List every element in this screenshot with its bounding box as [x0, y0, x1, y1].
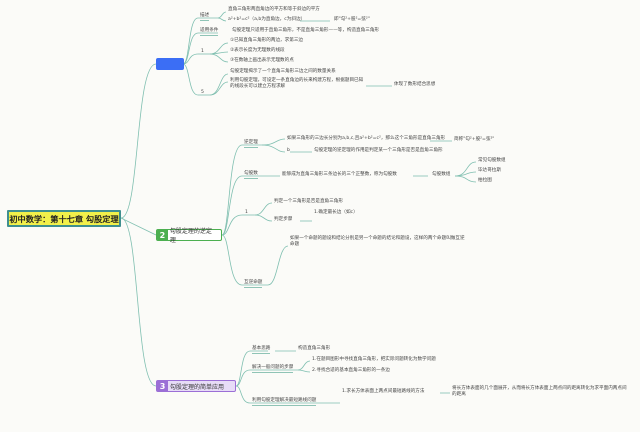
b3-liyong[interactable]: 利用勾股定理解决最短路线问题	[252, 398, 317, 406]
branch-2-number: 2	[157, 229, 168, 241]
root-to-b2	[120, 217, 157, 236]
b3-liyong-t1: 1.求长方体表面上两点间最短路线的方法	[342, 389, 425, 394]
branch-1-badge[interactable]	[156, 58, 184, 70]
branch-3-label: 勾股定理的简单应用	[170, 383, 225, 391]
b2-gougushu-t: 能够成为直角三角形三条边长的三个正整数，称为勾股数	[282, 172, 397, 177]
b2-n1-t1: 判定一个三角形是否是直角三角形	[274, 199, 343, 204]
root-to-b1	[120, 63, 157, 219]
b2-niding-t1b: 简称"勾²+股²=弦²"	[454, 137, 495, 142]
b2-niding-t2: 勾股定理的逆定理的作用是判定某一个三角形是否是直角三角形	[314, 148, 443, 153]
b2-panding[interactable]: 判定步骤	[274, 217, 293, 222]
b3-liyong-t2: 将长方体表面的几个面展开，从而将长方体表面上两点间的距离转化为求平面内两点间的距…	[452, 386, 627, 397]
b1-n5-t: 体现了数形结合思想	[394, 82, 436, 87]
b3-jiben-t: 构造直角三角形	[298, 346, 331, 351]
b1-n1-i2: ②表示长度为无理数的线段	[230, 48, 285, 53]
b1-miaoshu-t3: 即"勾²+股²=弦²"	[334, 17, 370, 22]
b3-jiben[interactable]: 基本思路	[252, 346, 271, 354]
b2-huni[interactable]: 互逆命题	[244, 280, 263, 288]
b1-miaoshu-t1: 直角三角形两直角边的平方和等于斜边的平方	[228, 7, 320, 12]
b2-gougushu-i3: 柏拉图	[478, 178, 492, 183]
b1-n1[interactable]: 1	[201, 49, 204, 54]
b2-gougushu[interactable]: 勾股数	[244, 171, 258, 179]
b2-niding[interactable]: 逆定理	[244, 140, 258, 148]
b1-n1-i3: ③在数轴上画出表示无理数的点	[230, 58, 294, 63]
root-to-b3	[120, 217, 157, 387]
b2-panding-t: 1.确定最长边（如c）	[314, 210, 358, 215]
root-topic[interactable]: 初中数学：第十七章 勾股定理	[7, 210, 121, 227]
b2-gougushu-n: 勾股数组	[432, 172, 451, 177]
b1-miaoshu[interactable]: 描述	[200, 13, 210, 21]
b1-n5[interactable]: 5	[201, 90, 204, 95]
b1-n5-i2: 利用勾股定理，可设定一条直角边的长来构建方程，根据题目已知的线段长可以建立方程求…	[230, 78, 364, 89]
b1-n1-i1: ①已知直角三角形的两边，求第三边	[230, 38, 304, 43]
branch-2-label: 勾股定理的逆定理	[169, 228, 212, 244]
b3-jiejue-t1: 1.在题目图形中寻找直角三角形，把实际问题转化为数学问题	[312, 357, 436, 362]
b2-n1[interactable]: 1	[245, 210, 248, 215]
b1-miaoshu-t2: a²+b²=c²（a,b为直角边，c为斜边）	[228, 17, 306, 22]
b1-n5-i1: 勾股定理揭示了一个直角三角形三边之间的数量关系	[230, 69, 336, 74]
branch-3-badge[interactable]: 3 勾股定理的简单应用	[156, 380, 236, 392]
b1-shiyong-t: 勾股定理只适用于直角三角形，不是直角三角形——等，构造直角三角形	[232, 28, 380, 33]
b2-gougushu-i2: 毕达哥拉斯	[478, 168, 501, 173]
b3-jiejue-t2: 2.寻找合适的基本直角三角形的一条边	[312, 368, 390, 373]
b3-jiejue[interactable]: 解决一般问题的步骤	[252, 365, 294, 373]
branch-3-number: 3	[157, 380, 168, 392]
b2-niding-n: b	[287, 148, 290, 153]
b2-gougushu-i1: 常见勾股数组	[478, 158, 506, 163]
branch-2-badge[interactable]: 2 勾股定理的逆定理	[156, 228, 222, 244]
b1-shiyong[interactable]: 适用条件	[200, 28, 219, 36]
b2-niding-t1: 如果三角形的三边长分别为a,b,c,且a²+b²=c²，那么这个三角形是直角三角…	[287, 136, 446, 141]
b2-huni-t: 如果一个命题的题设和结论分别是另一个命题的结论和题设，这样的两个命题叫做互逆命题	[290, 236, 465, 247]
